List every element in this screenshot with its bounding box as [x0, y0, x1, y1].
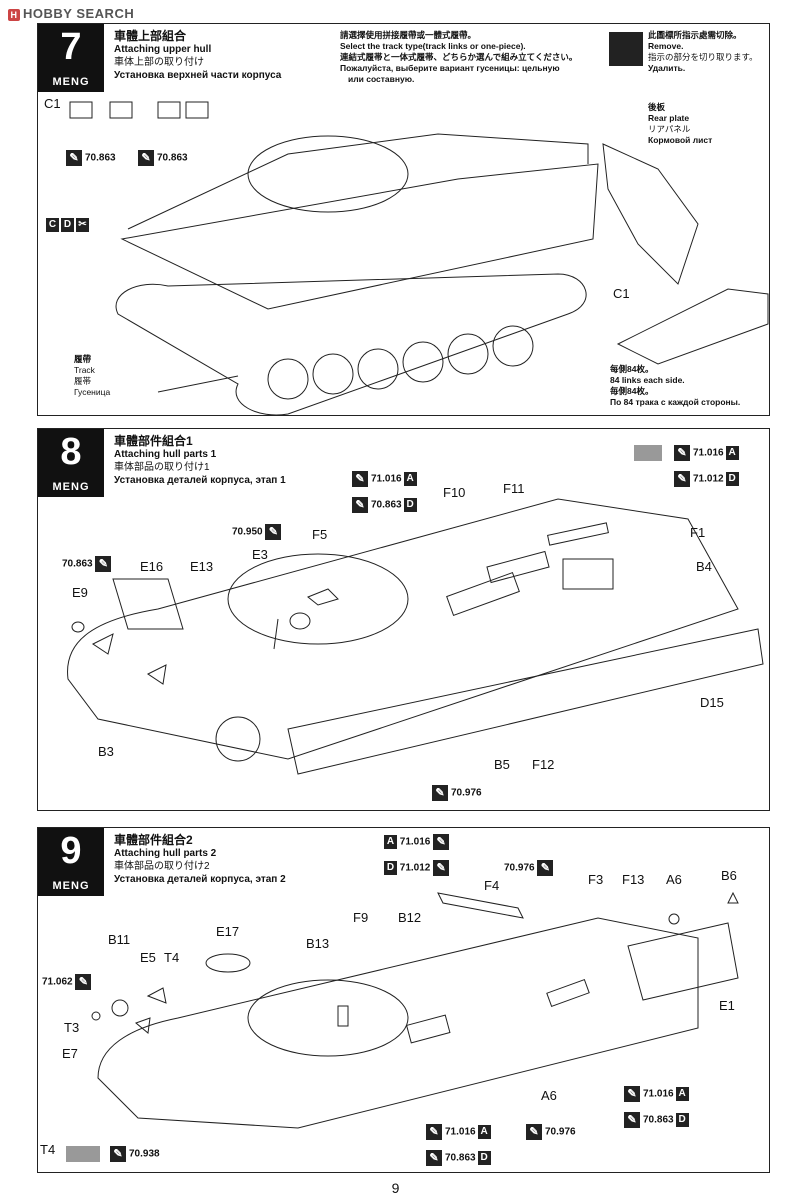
- part-label: E9: [72, 585, 88, 600]
- paint-callout: ✎70.863: [66, 150, 116, 166]
- part-label: D15: [700, 695, 724, 710]
- paint-swatch: [66, 1146, 100, 1162]
- brush-icon: ✎: [138, 150, 154, 166]
- paint-callout: A 71.016 ✎: [382, 834, 452, 850]
- part-label: B6: [721, 868, 737, 883]
- part-label: F3: [588, 872, 604, 887]
- brush-icon: ✎: [426, 1150, 442, 1166]
- brush-icon: ✎: [674, 445, 690, 461]
- part-label: F9: [353, 910, 369, 925]
- paint-callout: ✎70.938: [110, 1146, 160, 1162]
- upper-hull-drawing: [69, 101, 769, 416]
- part-label: E7: [62, 1046, 78, 1061]
- paint-swatch: [634, 445, 662, 461]
- cut-remove-icon: [609, 32, 643, 66]
- part-label: A6: [541, 1088, 557, 1103]
- part-label: E17: [216, 924, 240, 939]
- part-label: E3: [252, 547, 268, 562]
- step-number-badge: 7 MENG: [38, 24, 104, 92]
- part-label: A6: [666, 872, 682, 887]
- brush-icon: ✎: [433, 860, 450, 876]
- brush-icon: ✎: [624, 1112, 640, 1128]
- brush-icon: ✎: [75, 974, 92, 990]
- part-label: F13: [622, 872, 645, 887]
- paint-callout: 70.950 ✎: [232, 524, 284, 540]
- brush-icon: ✎: [352, 471, 368, 487]
- brush-icon: ✎: [352, 497, 368, 513]
- step-title: 車體部件組合2 Attaching hull parts 2 車体部品の取り付け…: [114, 833, 286, 886]
- brush-icon: ✎: [95, 556, 112, 572]
- links-note: 每側84枚。84 links each side.毎側84枚。По 84 тра…: [610, 364, 741, 407]
- brush-icon: ✎: [110, 1146, 126, 1162]
- part-label-c1: C1: [44, 96, 61, 111]
- part-label: B4: [696, 559, 712, 574]
- part-label: E13: [190, 559, 214, 574]
- part-label: F10: [443, 485, 466, 500]
- part-label: T4: [164, 950, 180, 965]
- part-label: F12: [532, 757, 555, 772]
- track-select-note: 請選擇使用拼接履帶或一體式履帶。Select the track type(tr…: [340, 30, 578, 84]
- part-label: T4: [40, 1142, 56, 1157]
- paint-callout: D 71.012 ✎: [382, 860, 452, 876]
- remove-note: 此圖標所指示處需切除。Remove.指示の部分を切り取ります。Удалить.: [648, 30, 758, 73]
- part-label: B13: [306, 936, 330, 951]
- step-number-badge: 9 MENG: [38, 828, 104, 896]
- step-title: 車體部件組合1 Attaching hull parts 1 車体部品の取り付け…: [114, 434, 286, 487]
- brush-icon: ✎: [426, 1124, 442, 1140]
- paint-callout: ✎70.976: [432, 785, 482, 801]
- step-7-panel: 7 MENG 車體上部組合 Attaching upper hull 車体上部の…: [37, 23, 770, 416]
- brush-icon: ✎: [432, 785, 448, 801]
- part-label: F4: [484, 878, 500, 893]
- paint-callout: ✎70.976: [526, 1124, 576, 1140]
- brush-icon: ✎: [433, 834, 450, 850]
- brush-icon: ✎: [66, 150, 82, 166]
- paint-callout: 70.976 ✎: [504, 860, 556, 876]
- part-label: F11: [503, 481, 525, 496]
- step-title: 車體上部組合 Attaching upper hull 車体上部の取り付け Ус…: [114, 29, 282, 82]
- step-9-panel: 9 MENG 車體部件組合2 Attaching hull parts 2 車体…: [37, 827, 770, 1173]
- part-label: T3: [64, 1020, 80, 1035]
- paint-callout: 70.863 ✎: [62, 556, 114, 572]
- part-label: F5: [312, 527, 328, 542]
- brush-icon: ✎: [526, 1124, 542, 1140]
- hull-parts-2-drawing: [91, 891, 739, 1129]
- page-number: 9: [391, 1180, 400, 1196]
- step-number-badge: 8 MENG: [38, 429, 104, 497]
- part-label: B5: [494, 757, 510, 772]
- hull-parts-drawing: [67, 498, 764, 775]
- brush-icon: ✎: [624, 1086, 640, 1102]
- brush-icon: ✎: [537, 860, 554, 876]
- part-label: B3: [98, 744, 114, 759]
- step-8-panel: 8 MENG 車體部件組合1 Attaching hull parts 1 車体…: [37, 428, 770, 811]
- brush-icon: ✎: [674, 471, 690, 487]
- part-label: B11: [108, 932, 131, 947]
- part-label: B12: [398, 910, 422, 925]
- part-label: E1: [719, 998, 735, 1013]
- paint-callout: ✎70.863: [138, 150, 188, 166]
- paint-callout: 71.062 ✎: [42, 974, 94, 990]
- hobby-search-logo-icon: H: [8, 9, 20, 21]
- part-label-c1: C1: [613, 286, 630, 301]
- part-label: E16: [140, 559, 164, 574]
- part-label: E5: [140, 950, 156, 965]
- cut-remove-icon: ✂: [76, 218, 89, 232]
- brush-icon: ✎: [265, 524, 282, 540]
